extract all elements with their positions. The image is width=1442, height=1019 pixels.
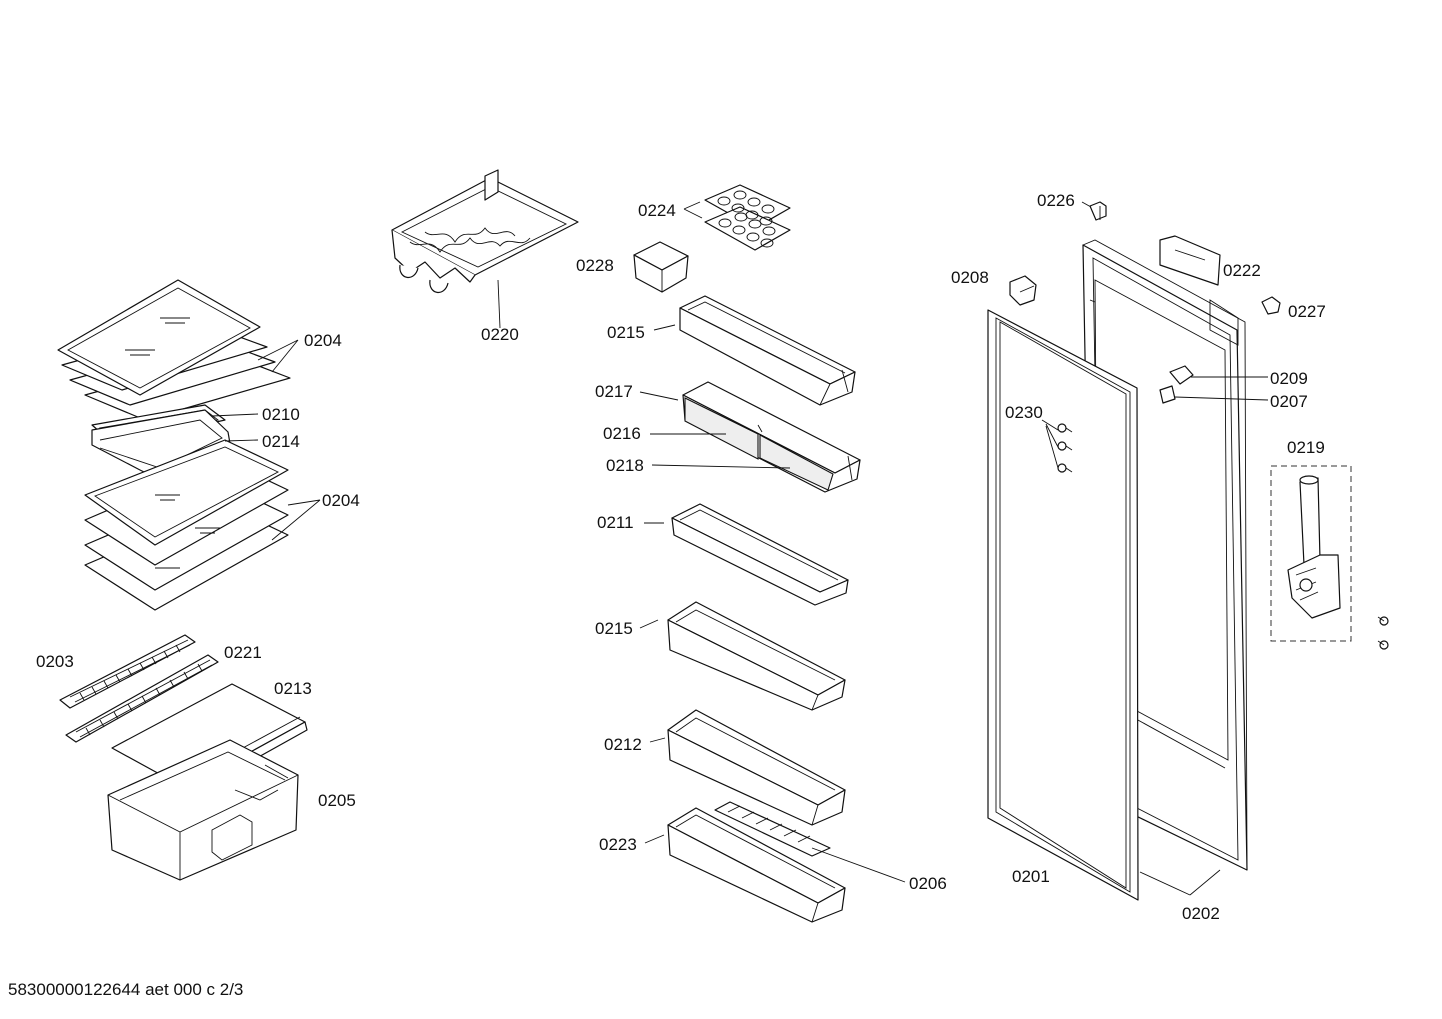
callout-0226: 0226 xyxy=(1037,191,1075,210)
door-shelf-0215-top xyxy=(679,295,856,406)
callout-0214: 0214 xyxy=(262,432,300,451)
bottle-rack-0220 xyxy=(391,169,579,293)
callout-0215-top: 0215 xyxy=(607,323,645,342)
leader-lines xyxy=(211,201,1269,896)
bracket-0227 xyxy=(1261,296,1281,315)
callout-0208: 0208 xyxy=(951,268,989,287)
egg-tray-0224 xyxy=(704,184,791,251)
screws-0230 xyxy=(1057,423,1073,473)
callout-0219: 0219 xyxy=(1287,438,1325,457)
clip-0226 xyxy=(1089,201,1107,221)
callout-0203: 0203 xyxy=(36,652,74,671)
top-cover-0222 xyxy=(1159,235,1221,286)
callout-0228: 0228 xyxy=(576,256,614,275)
door-gasket-0201 xyxy=(987,309,1139,901)
divider-strip-0206 xyxy=(714,801,831,857)
callout-0201: 0201 xyxy=(1012,867,1050,886)
crisper-drawer-0205 xyxy=(107,739,299,881)
hinge-assembly-0219 xyxy=(1270,465,1352,642)
callout-0206: 0206 xyxy=(909,874,947,893)
callout-0224: 0224 xyxy=(638,201,676,220)
door-shelf-0211 xyxy=(671,503,849,606)
callout-0210: 0210 xyxy=(262,405,300,424)
callout-0215-lower: 0215 xyxy=(595,619,633,638)
door-shelf-0212 xyxy=(667,709,846,826)
callout-0209: 0209 xyxy=(1270,369,1308,388)
callouts: 0204 0210 0214 0204 0203 0221 0213 0205 … xyxy=(36,191,1326,923)
door-shelf-with-lids-0217 xyxy=(682,381,861,493)
callout-0220: 0220 xyxy=(481,325,519,344)
callout-0230: 0230 xyxy=(1005,403,1043,422)
document-code: 58300000122644 aet 000 c 2/3 xyxy=(8,980,244,999)
callout-0211: 0211 xyxy=(597,513,634,532)
callout-0212: 0212 xyxy=(604,735,642,754)
door-shelf-0223 xyxy=(667,807,846,923)
small-box-0228 xyxy=(633,241,689,293)
glass-shelf-upper-stack xyxy=(57,279,291,421)
callout-0227: 0227 xyxy=(1288,302,1326,321)
callout-0223: 0223 xyxy=(599,835,637,854)
callout-0204-upper: 0204 xyxy=(304,331,342,350)
callout-0204-lower: 0204 xyxy=(322,491,360,510)
callout-0221: 0221 xyxy=(224,643,262,662)
callout-0213: 0213 xyxy=(274,679,312,698)
bracket-0208 xyxy=(1009,275,1037,306)
callout-0205: 0205 xyxy=(318,791,356,810)
door-shelf-0215-lower xyxy=(667,601,846,711)
callout-0222: 0222 xyxy=(1223,261,1261,280)
callout-0202: 0202 xyxy=(1182,904,1220,923)
callout-0207: 0207 xyxy=(1270,392,1308,411)
callout-0217: 0217 xyxy=(595,382,633,401)
glass-shelf-lower-stack xyxy=(84,439,289,611)
callout-0216: 0216 xyxy=(603,424,641,443)
vent-strip-0203 xyxy=(59,634,196,709)
plate-0207 xyxy=(1159,385,1176,404)
vent-strip-0221 xyxy=(65,654,219,743)
hinge-screws xyxy=(1377,616,1389,650)
callout-0218: 0218 xyxy=(606,456,644,475)
hinge-bracket-0209 xyxy=(1169,365,1194,385)
